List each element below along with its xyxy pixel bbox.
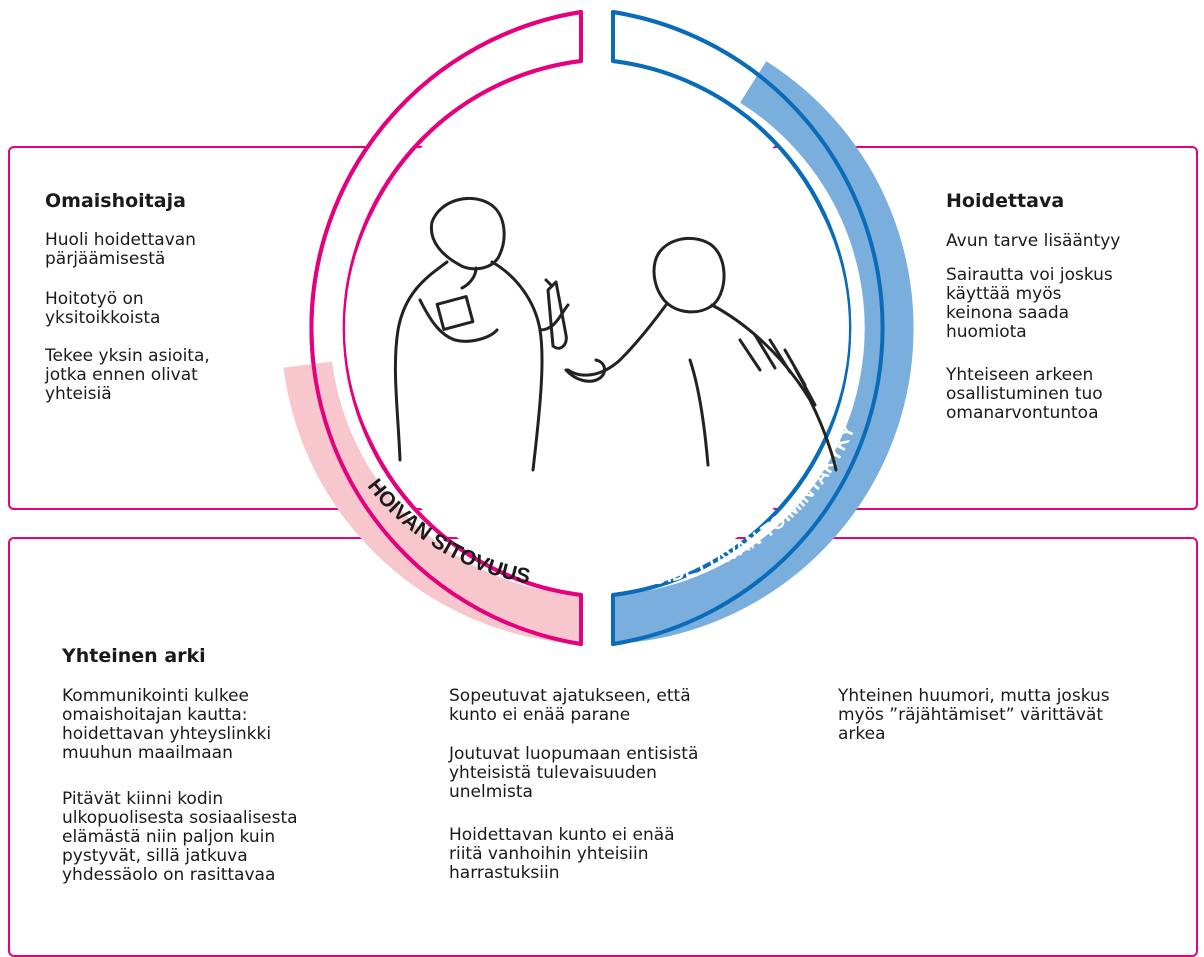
- binding-gauge-outline: [309, 10, 583, 646]
- caregiver-item: Huoli hoidettavan pärjäämisestä: [45, 230, 196, 269]
- illustration-area: [345, 76, 849, 580]
- binding-gauge-fill: [283, 361, 581, 644]
- care-recipient-item: Avun tarve lisääntyy: [946, 231, 1121, 251]
- ability-gauge-fill: [613, 61, 914, 644]
- care-recipient-item: Yhteiseen arkeen osallistuminen tuo oman…: [946, 365, 1103, 423]
- caregiver-item: Hoitotyö on yksitoikkoista: [45, 289, 161, 328]
- gauge-ring: HOIVAN SITOVUUS HOIDETTAVAN TOIMINTAKYKY: [283, 10, 914, 646]
- care-recipient-item: Sairautta voi joskus käyttää myös keinon…: [946, 265, 1113, 342]
- caregiver-item: Tekee yksin asioita, jotka ennen olivat …: [45, 346, 210, 404]
- ability-gauge-outline: [611, 10, 885, 646]
- shared-life-heading: Yhteinen arki: [62, 645, 206, 667]
- care-recipient-heading: Hoidettava: [946, 190, 1065, 212]
- shared-life-item: Sopeutuvat ajatukseen, että kunto ei enä…: [449, 686, 691, 725]
- shared-life-item: Kommunikointi kulkee omaishoitajan kautt…: [62, 686, 272, 763]
- shared-life-item: Joutuvat luopumaan entisistä yhteisistä …: [449, 744, 699, 802]
- caregiver-heading: Omaishoitaja: [45, 190, 186, 212]
- shared-life-item: Pitävät kiinni kodin ulkopuolisesta sosi…: [62, 789, 298, 885]
- shared-life-item: Yhteinen huumori, mutta joskus myös ”räj…: [838, 686, 1110, 744]
- two-people-illustration: [393, 196, 838, 472]
- shared-life-box: [8, 537, 1198, 957]
- shared-life-item: Hoidettavan kunto ei enää riitä vanhoihi…: [449, 825, 675, 883]
